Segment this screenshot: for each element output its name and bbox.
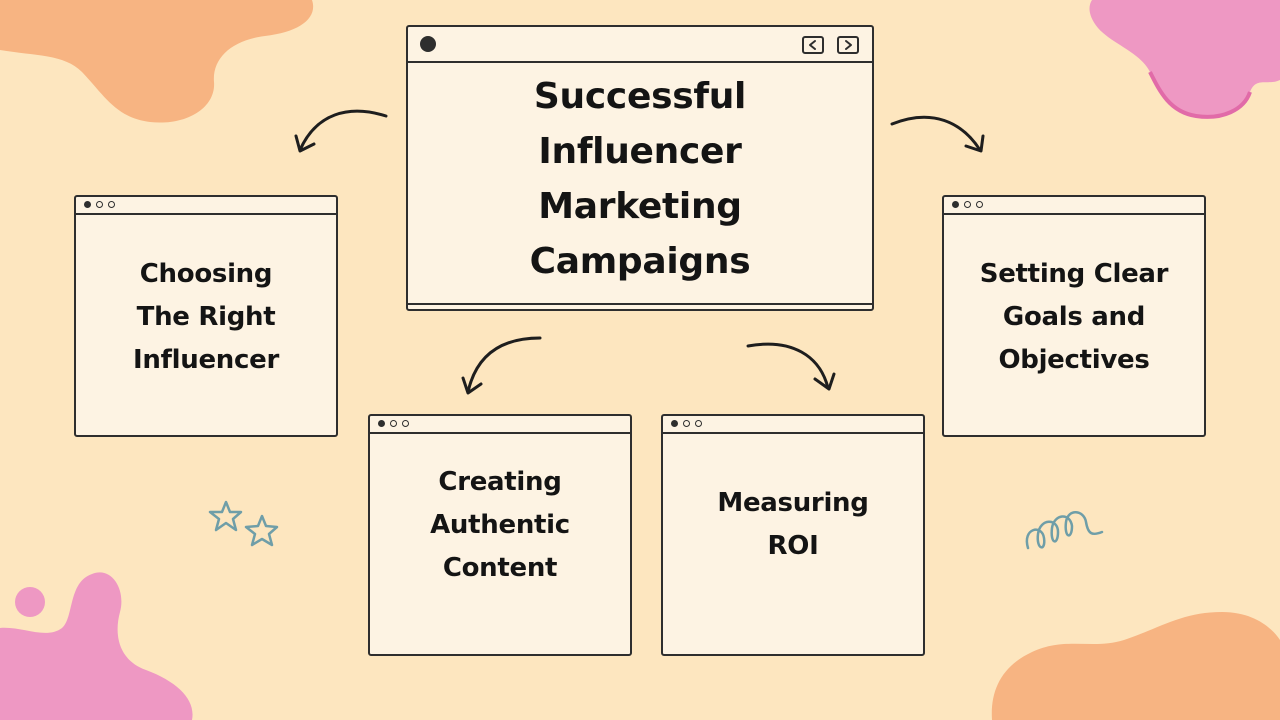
loops-doodle <box>1025 511 1104 550</box>
window-dot-icon <box>402 420 409 427</box>
window-title-bar <box>663 416 923 434</box>
arrow-to-setting <box>890 115 985 153</box>
window-title-bar <box>370 416 630 434</box>
window-dot-icon <box>420 36 436 52</box>
arrow-to-creating <box>461 336 542 395</box>
window-dot-icon <box>84 201 91 208</box>
window-dot-icon <box>378 420 385 427</box>
window-dot-icon <box>964 201 971 208</box>
pink-blob-top-right <box>1089 0 1280 117</box>
arrow-to-measuring <box>746 342 836 391</box>
pink-blob-top-right-edge <box>1148 71 1252 119</box>
back-arrow-icon <box>802 36 824 54</box>
node-label-choosing: Choosing The Right Influencer <box>133 259 279 375</box>
window-dot-icon <box>390 420 397 427</box>
window-dot-icon <box>976 201 983 208</box>
window-title-bar <box>944 197 1204 215</box>
node-label-creating: Creating Authentic Content <box>430 467 570 583</box>
pink-dot-bottom-left <box>15 587 45 617</box>
window-dot-icon <box>683 420 690 427</box>
node-label-measuring: Measuring ROI <box>717 488 869 561</box>
star-doodle <box>244 514 279 547</box>
window-dot-icon <box>108 201 115 208</box>
window-dot-icon <box>695 420 702 427</box>
node-window-creating: Creating Authentic Content <box>368 414 632 656</box>
window-title-bar <box>408 27 872 63</box>
central-topic-window: Successful Influencer Marketing Campaign… <box>406 25 874 311</box>
window-title-bar <box>76 197 336 215</box>
star-doodle <box>208 500 243 532</box>
orange-blob-top-left <box>0 0 314 123</box>
window-bottom-line <box>408 303 872 305</box>
window-dot-icon <box>671 420 678 427</box>
central-topic-title: Successful Influencer Marketing Campaign… <box>529 76 751 282</box>
node-window-measuring: Measuring ROI <box>661 414 925 656</box>
pink-blob-bottom-left <box>0 572 193 720</box>
window-dot-icon <box>96 201 103 208</box>
forward-arrow-icon <box>837 36 859 54</box>
node-window-choosing: Choosing The Right Influencer <box>74 195 338 437</box>
arrow-to-choosing <box>294 109 388 153</box>
orange-blob-bottom-right <box>991 612 1280 720</box>
node-label-setting: Setting Clear Goals and Objectives <box>979 259 1169 375</box>
window-dot-icon <box>952 201 959 208</box>
node-window-setting: Setting Clear Goals and Objectives <box>942 195 1206 437</box>
